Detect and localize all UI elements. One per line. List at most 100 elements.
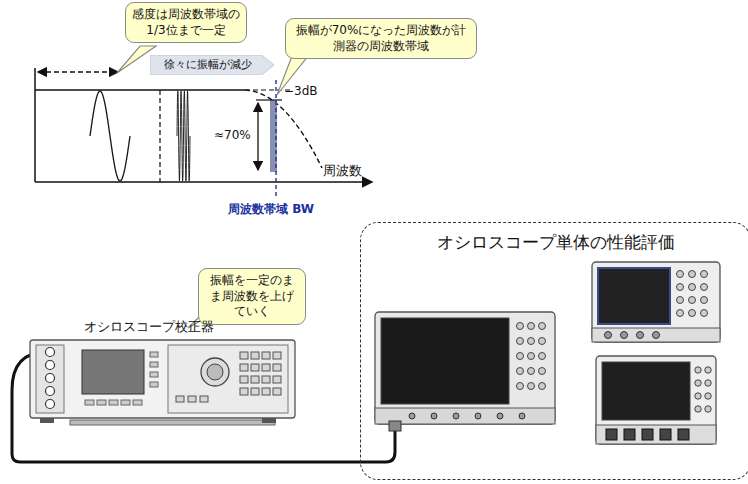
group-title: オシロスコープ単体の性能評価 [361, 231, 748, 254]
key [240, 376, 248, 383]
key [273, 364, 281, 371]
key [262, 364, 270, 371]
knob [705, 393, 711, 399]
dashed-group: オシロスコープ単体の性能評価 [360, 222, 748, 480]
key [251, 352, 259, 359]
knob [528, 368, 535, 375]
x-axis [35, 181, 372, 183]
axis-label: 周波数 [323, 162, 362, 180]
callout-text: 振幅を一定のまま周波数を上げていく [205, 273, 299, 320]
knob [517, 323, 524, 330]
oscilloscope [592, 262, 720, 342]
knob [695, 380, 701, 386]
knob [528, 353, 535, 360]
key [240, 352, 248, 359]
knob [705, 367, 711, 373]
level-label: −3dB [284, 84, 318, 98]
key [251, 376, 259, 383]
knob [701, 310, 708, 317]
connector [678, 429, 689, 440]
knob [705, 406, 711, 412]
third-bw-line [159, 90, 160, 182]
button [109, 400, 118, 405]
key [240, 364, 248, 371]
key [188, 396, 196, 402]
jack [46, 361, 55, 370]
knob [517, 338, 524, 345]
oscilloscope [375, 312, 555, 431]
callout-box: 振幅を一定のまま周波数を上げていく [198, 268, 306, 325]
device-label: オシロスコープ校正器 [84, 318, 214, 336]
key [251, 364, 259, 371]
key [176, 396, 184, 402]
key [273, 352, 281, 359]
connector [637, 332, 644, 339]
jack [46, 400, 55, 409]
flat-response [35, 89, 245, 90]
knob [695, 406, 701, 412]
key [262, 352, 270, 359]
connector [606, 429, 617, 440]
connector [605, 332, 612, 339]
knob [528, 338, 535, 345]
connector [653, 332, 660, 339]
knob [517, 353, 524, 360]
key [251, 388, 259, 395]
knob [701, 271, 708, 278]
knob [517, 368, 524, 375]
sine-wave [90, 91, 130, 181]
connector [475, 413, 481, 419]
connector [409, 413, 415, 419]
oscilloscope [596, 356, 716, 444]
connector [453, 413, 459, 419]
knob [695, 367, 701, 373]
knob [701, 284, 708, 291]
key [273, 376, 281, 383]
knob [705, 380, 711, 386]
callout-text: 振幅が70%になった周波数が計測器の周波数帯域 [292, 23, 470, 54]
knob [539, 338, 546, 345]
knob [689, 297, 696, 304]
connector [431, 413, 437, 419]
knob [701, 297, 708, 304]
bandwidth-line [275, 80, 276, 198]
knob [539, 383, 546, 390]
button [85, 400, 94, 405]
jack [46, 348, 55, 357]
knob [539, 323, 546, 330]
knob [539, 368, 546, 375]
minus3db-tick [256, 99, 282, 100]
knob [528, 323, 535, 330]
callout-text: 徐々に振幅が減少 [156, 58, 260, 71]
arrow-band: 徐々に振幅が減少 [150, 55, 274, 75]
connector [497, 413, 503, 419]
connector [642, 429, 653, 440]
knob [695, 393, 701, 399]
y-axis [34, 68, 36, 182]
knob [517, 383, 524, 390]
knob [689, 271, 696, 278]
sine-waves [90, 91, 190, 181]
rolloff-curve [245, 90, 322, 168]
knob [689, 310, 696, 317]
knob [677, 284, 684, 291]
amplitude-arrow [257, 103, 258, 170]
calibrator-device [30, 340, 295, 425]
knob [539, 353, 546, 360]
jack [46, 387, 55, 396]
key [200, 396, 208, 402]
knob [677, 310, 684, 317]
callout-box: 感度は周波数帯域の1/3位まで一定 [125, 2, 247, 43]
connector [624, 429, 635, 440]
knob [677, 271, 684, 278]
callout-box: 振幅が70%になった周波数が計測器の周波数帯域 [285, 18, 477, 59]
connector [660, 429, 671, 440]
key [262, 376, 270, 383]
band-fill [150, 55, 274, 75]
button [97, 400, 106, 405]
key [240, 388, 248, 395]
button [121, 400, 130, 405]
percent-label: ≈70% [214, 128, 251, 142]
callout-text: 感度は周波数帯域の1/3位まで一定 [132, 7, 240, 38]
key [273, 388, 281, 395]
